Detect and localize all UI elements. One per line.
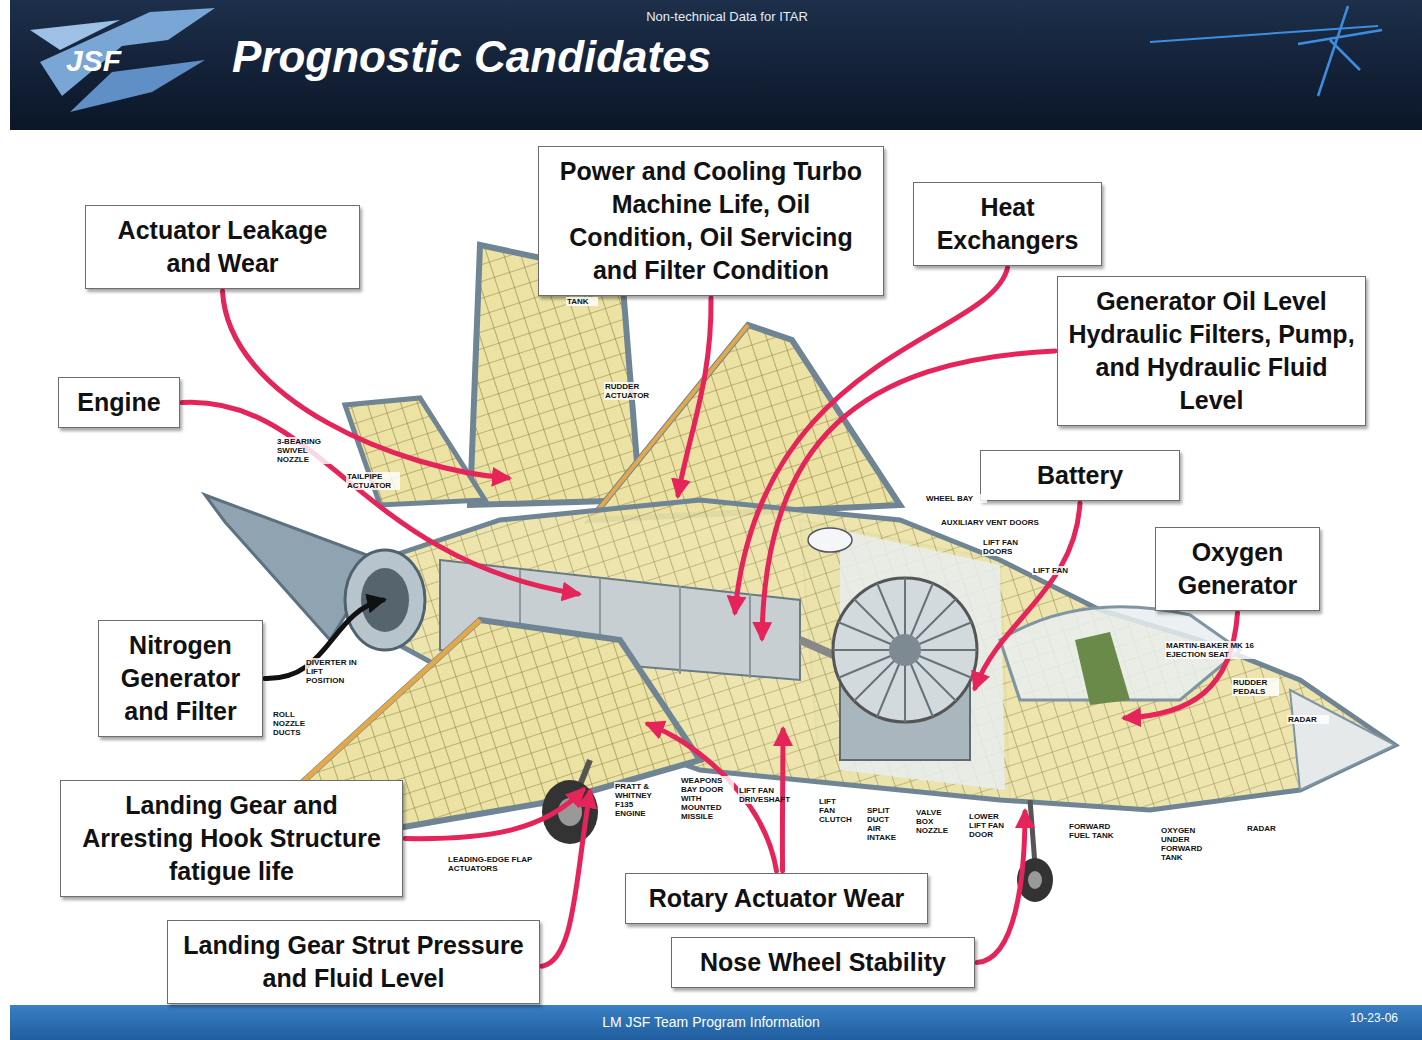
logo-line bbox=[1150, 26, 1378, 42]
callout-arrow bbox=[678, 298, 711, 495]
fan-hub bbox=[889, 634, 921, 666]
header-bar bbox=[10, 0, 1422, 130]
callout-text: Generator Oil Level Hydraulic Filters, P… bbox=[1066, 285, 1357, 417]
part-name: OXYGEN UNDER FORWARD TANK bbox=[1160, 826, 1214, 862]
callout-text: Power and Cooling Turbo Machine Life, Oi… bbox=[547, 155, 875, 287]
part-name: VALVE BOX NOZZLE bbox=[915, 808, 951, 835]
callout-text: Heat Exchangers bbox=[922, 191, 1093, 257]
callout-box: Heat Exchangers bbox=[913, 182, 1102, 266]
callout-text: Oxygen Generator bbox=[1164, 536, 1311, 602]
lift-fan bbox=[833, 578, 977, 722]
slide-title: Prognostic Candidates bbox=[232, 32, 711, 82]
footer-text: LM JSF Team Program Information bbox=[511, 1014, 911, 1030]
callout-box: Landing Gear Strut Pressure and Fluid Le… bbox=[167, 920, 540, 1004]
nose-cone bbox=[1290, 690, 1395, 790]
part-name: PRATT & WHITNEY F135 ENGINE bbox=[614, 782, 664, 818]
callout-text: Nitrogen Generator and Filter bbox=[107, 629, 254, 728]
callout-box: Battery bbox=[980, 450, 1180, 501]
callout-box: Nose Wheel Stability bbox=[671, 937, 975, 988]
header-note: Non-technical Data for ITAR bbox=[527, 9, 927, 24]
part-name: DIVERTER IN LIFT POSITION bbox=[305, 658, 362, 685]
part-name: 3-BEARING SWIVEL NOZZLE bbox=[276, 437, 336, 464]
part-name: LEADING-EDGE FLAP ACTUATORS bbox=[447, 855, 544, 873]
wheel-bay bbox=[808, 528, 852, 552]
slide-date: 10-23-06 bbox=[1350, 1011, 1418, 1025]
callout-arrow bbox=[405, 790, 583, 839]
fan-blades bbox=[833, 578, 977, 722]
callout-box: Engine bbox=[58, 377, 180, 428]
logo-star bbox=[1298, 6, 1382, 96]
part-name: RUDDER PEDALS bbox=[1232, 678, 1279, 696]
callout-arrow bbox=[975, 503, 1080, 688]
part-name: RADAR bbox=[1287, 715, 1329, 724]
part-name: TAILPIPE ACTUATOR bbox=[346, 472, 400, 490]
part-name: RUDDER ACTUATOR bbox=[604, 382, 668, 400]
callout-arrow bbox=[735, 268, 1008, 612]
part-name: RADAR bbox=[1246, 824, 1288, 833]
callout-text: Battery bbox=[989, 459, 1171, 492]
part-name: AUXILIARY VENT DOORS bbox=[940, 518, 1052, 527]
near-vertical-tail bbox=[345, 398, 485, 505]
nose-gear-strut bbox=[1030, 800, 1035, 865]
footer-bar bbox=[10, 1005, 1422, 1040]
callout-box: Rotary Actuator Wear bbox=[625, 873, 928, 924]
callout-text: Landing Gear and Arresting Hook Structur… bbox=[69, 789, 394, 888]
part-name: LIFT FAN CLUTCH bbox=[818, 797, 850, 824]
callout-arrow bbox=[542, 792, 590, 966]
callout-text: Nose Wheel Stability bbox=[680, 946, 966, 979]
part-name: FORWARD FUEL TANK bbox=[1068, 822, 1125, 840]
part-name: WEAPONS BAY DOOR WITH MOUNTED MISSILE bbox=[680, 776, 734, 821]
callout-arrow bbox=[182, 402, 578, 594]
far-wing bbox=[590, 325, 900, 520]
callout-box: Generator Oil Level Hydraulic Filters, P… bbox=[1057, 276, 1366, 426]
callout-box: Oxygen Generator bbox=[1155, 527, 1320, 611]
part-name: ROLL NOZZLE DUCTS bbox=[272, 710, 329, 737]
callout-box: Landing Gear and Arresting Hook Structur… bbox=[60, 780, 403, 897]
callout-text: Landing Gear Strut Pressure and Fluid Le… bbox=[176, 929, 531, 995]
callout-text: Rotary Actuator Wear bbox=[634, 882, 919, 915]
wing-edge bbox=[590, 325, 748, 520]
callout-box: Actuator Leakage and Wear bbox=[85, 205, 360, 289]
part-name: MARTIN-BAKER MK 16 EJECTION SEAT bbox=[1165, 641, 1282, 659]
part-name: SPLIT DUCT AIR INTAKE bbox=[866, 806, 902, 842]
part-name: LIFT FAN bbox=[1032, 566, 1084, 575]
callout-box: Power and Cooling Turbo Machine Life, Oi… bbox=[538, 146, 884, 296]
ejection-seat bbox=[1075, 632, 1130, 705]
callout-text: Actuator Leakage and Wear bbox=[94, 214, 351, 280]
part-name: LOWER LIFT FAN DOOR bbox=[968, 812, 1010, 839]
part-name: LIFT FAN DRIVESHAFT bbox=[738, 786, 780, 804]
callout-arrow bbox=[223, 291, 509, 478]
logo-text: JSF bbox=[66, 44, 146, 78]
callout-box: Nitrogen Generator and Filter bbox=[98, 620, 263, 737]
part-name: LIFT FAN DOORS bbox=[982, 538, 1029, 556]
part-name: TANK bbox=[566, 297, 598, 306]
part-name: WHEEL BAY bbox=[925, 494, 987, 503]
nose-wheel-hub bbox=[1028, 871, 1042, 889]
callout-arrow bbox=[1125, 613, 1238, 718]
callout-text: Engine bbox=[67, 386, 171, 419]
